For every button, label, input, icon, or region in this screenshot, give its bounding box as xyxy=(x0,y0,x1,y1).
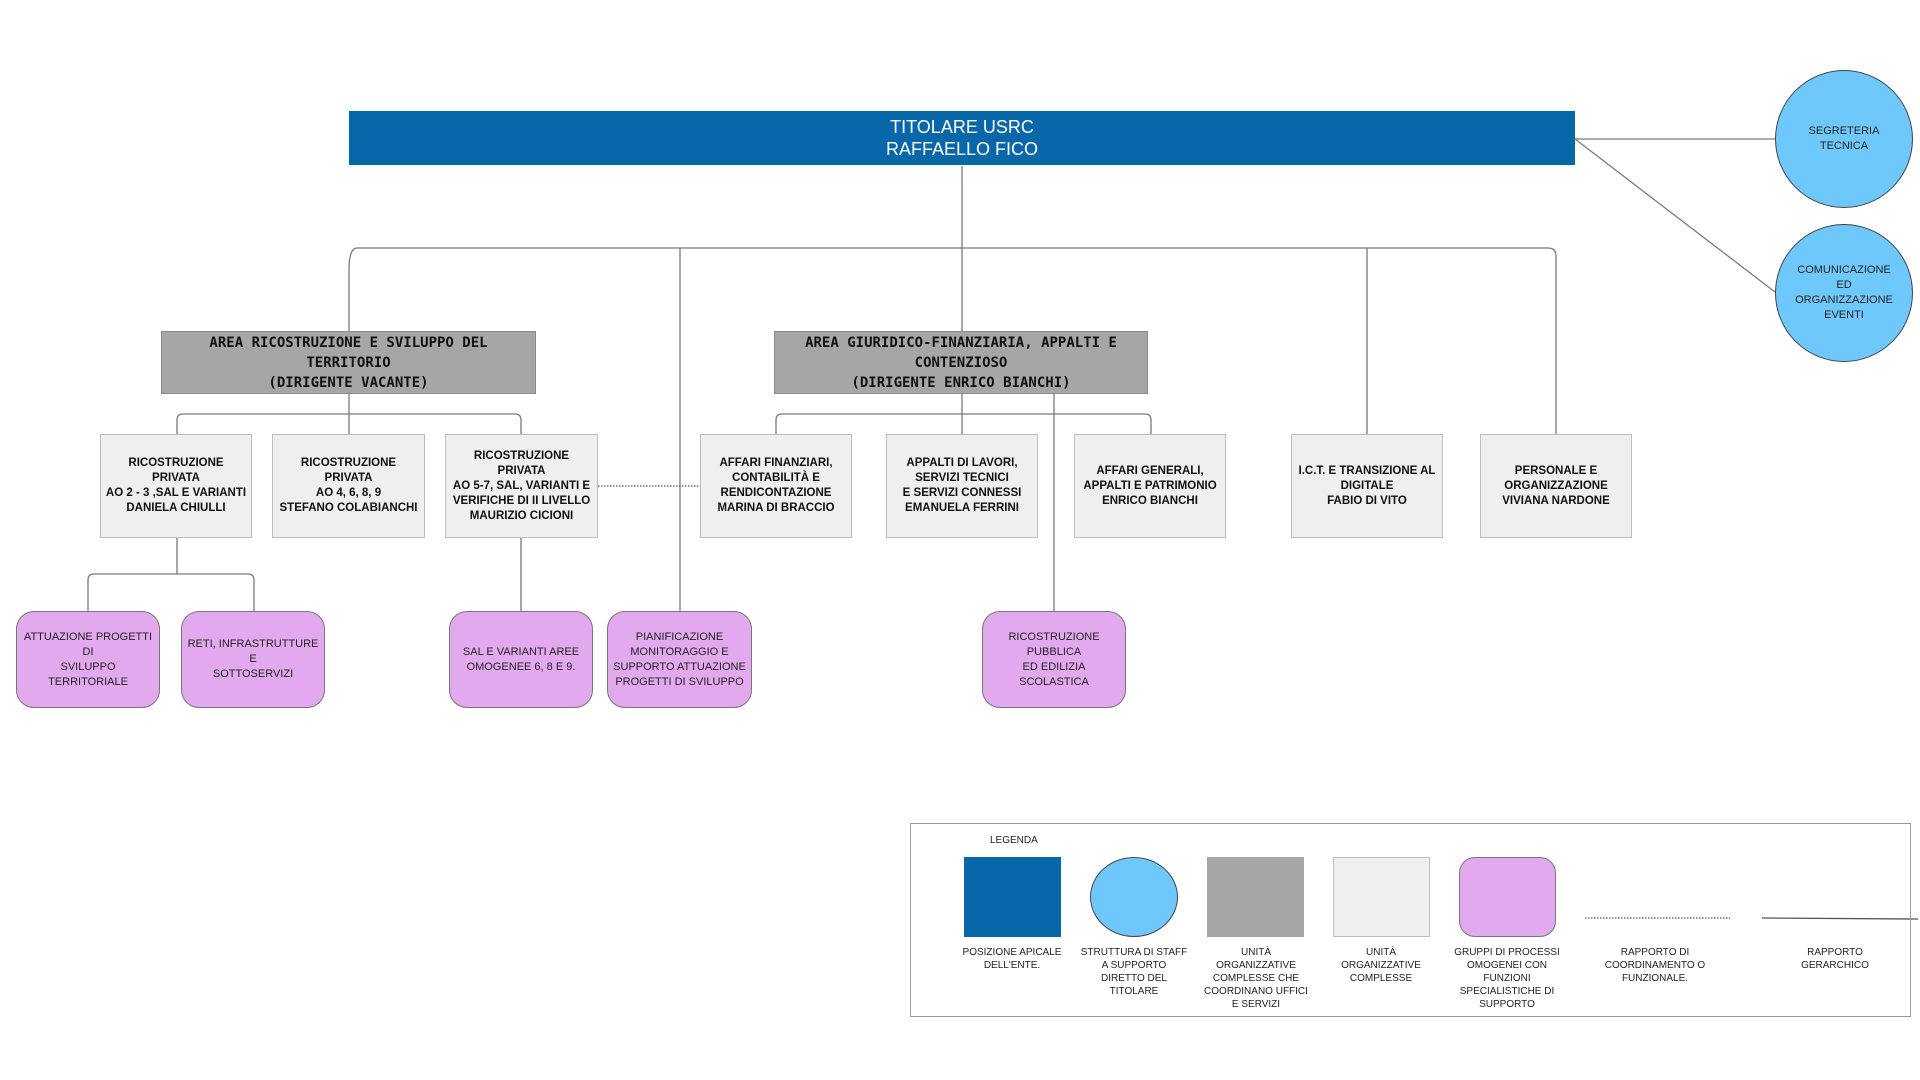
group-attuazione-progetti: ATTUAZIONE PROGETTI DI SVILUPPO TERRITOR… xyxy=(16,611,160,708)
unit-ricostruzione-ao-4-6-8-9: RICOSTRUZIONE PRIVATA AO 4, 6, 8, 9 STEF… xyxy=(272,434,425,538)
unit-ricostruzione-ao-5-7: RICOSTRUZIONE PRIVATA AO 5-7, SAL, VARIA… xyxy=(445,434,598,538)
staff-segreteria-tecnica: SEGRETERIA TECNICA xyxy=(1775,70,1913,208)
area-ricostruzione-sviluppo: AREA RICOSTRUZIONE E SVILUPPO DEL TERRIT… xyxy=(161,331,536,394)
unit-ict-transizione-digitale: I.C.T. E TRANSIZIONE AL DIGITALE FABIO D… xyxy=(1291,434,1443,538)
legend-caption-coordination-line: RAPPORTO DI COORDINAMENTO O FUNZIONALE. xyxy=(1604,947,1706,984)
unit-affari-generali: AFFARI GENERALI, APPALTI E PATRIMONIO EN… xyxy=(1074,434,1226,538)
legend xyxy=(910,823,1911,1017)
legend-swatch-staff xyxy=(1090,857,1178,937)
legend-caption-apical: POSIZIONE APICALE DELL'ENTE. xyxy=(962,947,1062,971)
legend-swatch-apical xyxy=(964,857,1061,937)
titolare-box: TITOLARE USRC RAFFAELLO FICO xyxy=(349,111,1575,165)
legend-caption-unit: UNITÀ ORGANIZZATIVE COMPLESSE xyxy=(1341,947,1421,984)
group-sal-varianti: SAL E VARIANTI AREE OMOGENEE 6, 8 E 9. xyxy=(449,611,593,708)
unit-personale-organizzazione: PERSONALE E ORGANIZZAZIONE VIVIANA NARDO… xyxy=(1480,434,1632,538)
staff-comunicazione-eventi: COMUNICAZIONE ED ORGANIZZAZIONE EVENTI xyxy=(1775,224,1913,362)
unit-ricostruzione-ao-2-3: RICOSTRUZIONE PRIVATA AO 2 - 3 ,SAL E VA… xyxy=(100,434,252,538)
legend-title: LEGENDA xyxy=(990,835,1038,846)
legend-caption-group: GRUPPI DI PROCESSI OMOGENEI CON FUNZIONI… xyxy=(1454,947,1560,1010)
group-reti-infrastrutture: RETI, INFRASTRUTTURE E SOTTOSERVIZI xyxy=(181,611,325,708)
legend-swatch-group xyxy=(1459,857,1556,937)
unit-affari-finanziari: AFFARI FINANZIARI, CONTABILITÀ E RENDICO… xyxy=(700,434,852,538)
legend-caption-hierarchy-line: RAPPORTO GERARCHICO xyxy=(1801,947,1869,971)
legend-caption-area: UNITÀ ORGANIZZATIVE COMPLESSE CHE COORDI… xyxy=(1204,947,1308,1010)
unit-appalti-lavori: APPALTI DI LAVORI, SERVIZI TECNICI E SER… xyxy=(886,434,1038,538)
group-ricostruzione-pubblica: RICOSTRUZIONE PUBBLICA ED EDILIZIA SCOLA… xyxy=(982,611,1126,708)
legend-swatch-area xyxy=(1207,857,1304,937)
group-pianificazione-monitoraggio: PIANIFICAZIONE MONITORAGGIO E SUPPORTO A… xyxy=(607,611,752,708)
legend-swatch-unit xyxy=(1333,857,1430,937)
area-giuridico-finanziaria: AREA GIURIDICO-FINANZIARIA, APPALTI E CO… xyxy=(774,331,1148,394)
legend-caption-staff: STRUTTURA DI STAFF A SUPPORTO DIRETTO DE… xyxy=(1080,947,1188,997)
